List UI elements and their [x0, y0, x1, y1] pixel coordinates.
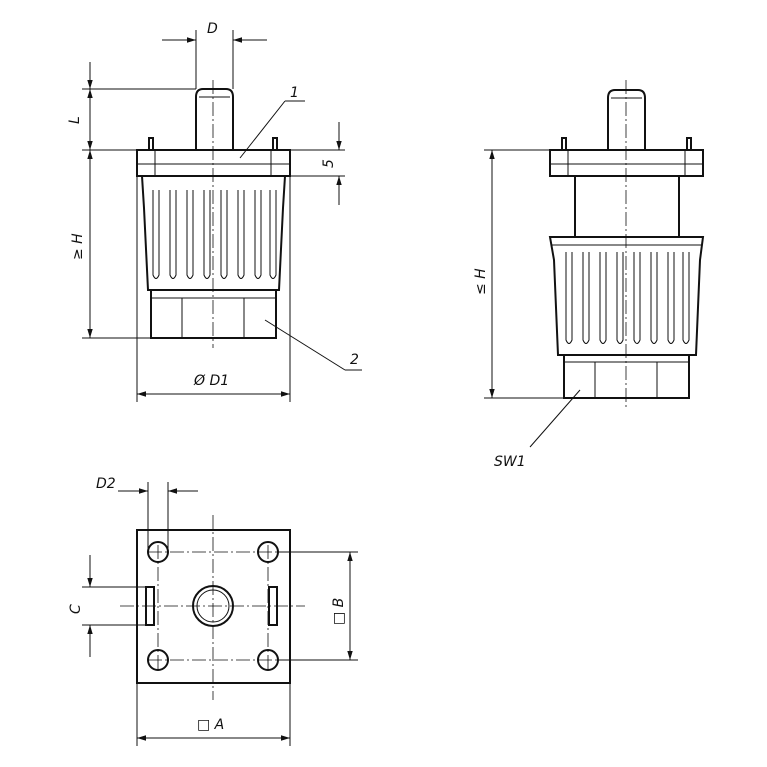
side-view-extended: D L ≥ H 1 5 2 Ø D1	[67, 21, 362, 402]
label-a: □ A	[197, 717, 224, 733]
label-five: 5	[321, 159, 337, 168]
label-part-2: 2	[350, 352, 359, 368]
label-d2: D2	[96, 476, 116, 492]
label-l: L	[67, 116, 83, 124]
label-sw1: SW1	[494, 454, 526, 470]
label-b: □ B	[331, 598, 347, 625]
sleeve-ribs	[152, 190, 277, 279]
label-part-1: 1	[290, 85, 299, 101]
label-h-max: ≤ H	[473, 268, 489, 295]
label-d: D	[207, 21, 218, 37]
side-view-adjusted: ≤ H SW1	[473, 80, 705, 470]
sleeve-ribs-right	[565, 252, 690, 344]
top-view-plate: D2 C □ B □ A	[68, 476, 358, 746]
label-d1: Ø D1	[193, 373, 229, 389]
label-h-min: ≥ H	[70, 233, 86, 260]
label-c: C	[68, 604, 84, 614]
